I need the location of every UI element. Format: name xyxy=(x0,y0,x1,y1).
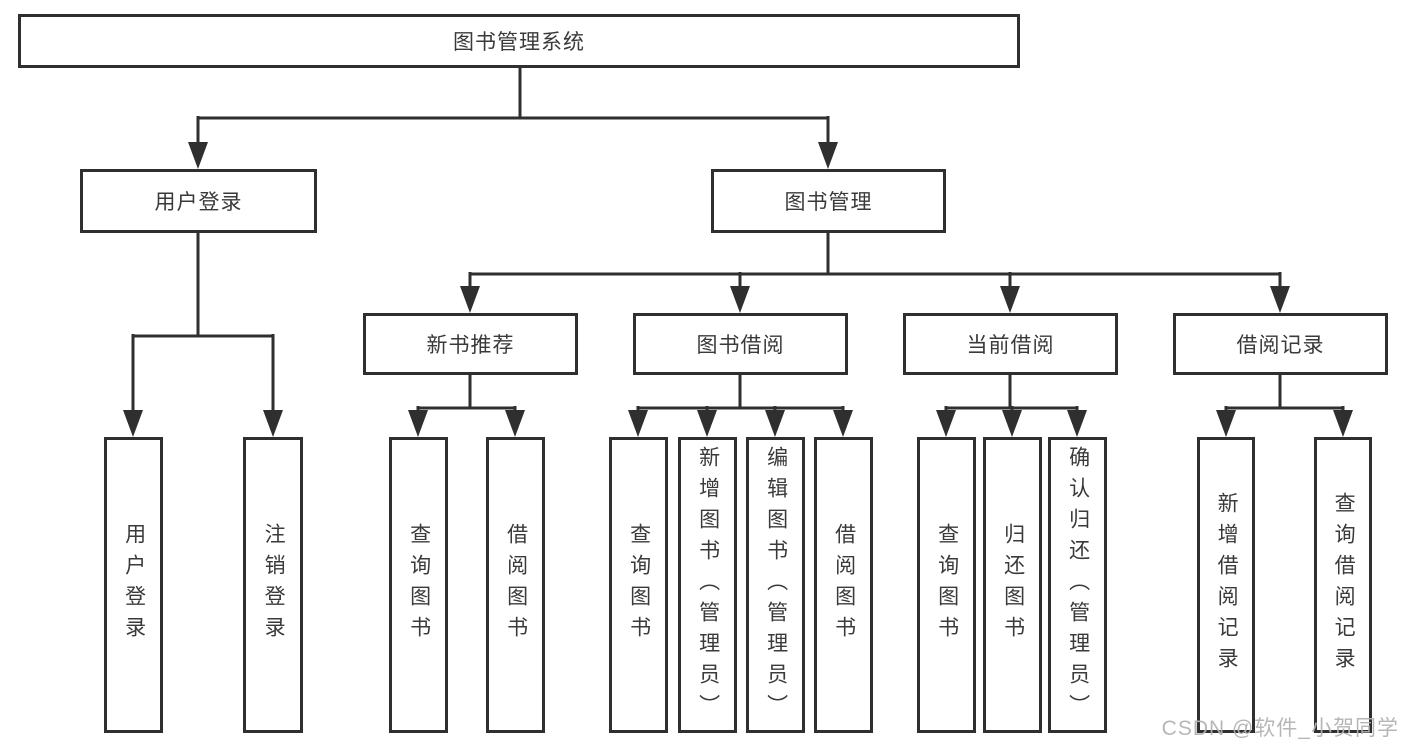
arrow-leaf-borrow-books-1 xyxy=(505,410,525,437)
arrow-current-borrow xyxy=(1000,286,1020,313)
arrow-user-login xyxy=(188,142,208,169)
leaf-user-login-label: 用户登录 xyxy=(122,523,146,647)
leaf-query-books-current: 查询图书 xyxy=(917,437,976,733)
arrow-leaf-add-record xyxy=(1216,410,1236,437)
arrow-borrow-records xyxy=(1270,286,1290,313)
node-book-borrow-label: 图书借阅 xyxy=(696,334,785,357)
arrow-leaf-user-login xyxy=(123,410,143,437)
arrow-leaf-query-books-3 xyxy=(936,410,956,437)
node-book-borrow: 图书借阅 xyxy=(633,313,848,375)
leaf-query-books-recommend-label: 查询图书 xyxy=(407,523,431,647)
leaf-query-books-current-label: 查询图书 xyxy=(935,523,959,647)
leaf-borrow-books-recommend: 借阅图书 xyxy=(486,437,545,733)
node-user-login: 用户登录 xyxy=(80,169,317,233)
arrow-leaf-logout xyxy=(263,410,283,437)
arrow-leaf-borrow-books-2 xyxy=(833,410,853,437)
leaf-borrow-books-recommend-label: 借阅图书 xyxy=(504,523,528,647)
arrow-new-book xyxy=(460,286,480,313)
node-borrow-records: 借阅记录 xyxy=(1173,313,1388,375)
node-root-system-label: 图书管理系统 xyxy=(453,31,585,54)
leaf-edit-books-admin-label: 编辑图书（管理员） xyxy=(764,445,788,725)
arrow-leaf-edit-books xyxy=(765,410,785,437)
arrow-leaf-query-record xyxy=(1333,410,1353,437)
node-new-book-recommend: 新书推荐 xyxy=(363,313,578,375)
arrow-book-management xyxy=(818,142,838,169)
leaf-add-borrow-record-label: 新增借阅记录 xyxy=(1215,492,1239,678)
leaf-query-books-recommend: 查询图书 xyxy=(389,437,448,733)
node-current-borrow: 当前借阅 xyxy=(903,313,1118,375)
node-new-book-recommend-label: 新书推荐 xyxy=(426,334,515,357)
node-root-system: 图书管理系统 xyxy=(18,14,1020,68)
arrow-leaf-return-books xyxy=(1002,410,1022,437)
leaf-query-borrow-record-label: 查询借阅记录 xyxy=(1332,492,1356,678)
leaf-confirm-return-admin-label: 确认归还（管理员） xyxy=(1066,445,1090,725)
leaf-logout-label: 注销登录 xyxy=(262,523,286,647)
leaf-borrow-books: 借阅图书 xyxy=(814,437,873,733)
leaf-return-books-label: 归还图书 xyxy=(1001,523,1025,647)
node-current-borrow-label: 当前借阅 xyxy=(966,334,1055,357)
leaf-query-books-borrow-label: 查询图书 xyxy=(627,523,651,647)
csdn-watermark: CSDN @软件_小贺同学 xyxy=(1161,717,1399,740)
leaf-return-books: 归还图书 xyxy=(983,437,1042,733)
node-user-login-label: 用户登录 xyxy=(154,191,243,214)
leaf-borrow-books-label: 借阅图书 xyxy=(832,523,856,647)
arrow-book-borrow xyxy=(730,286,750,313)
leaf-query-borrow-record: 查询借阅记录 xyxy=(1314,437,1372,733)
leaf-add-books-admin-label: 新增图书（管理员） xyxy=(696,445,720,725)
node-book-management-label: 图书管理 xyxy=(784,191,873,214)
arrow-leaf-query-books-1 xyxy=(408,410,428,437)
leaf-user-login: 用户登录 xyxy=(104,437,163,733)
arrow-leaf-query-books-2 xyxy=(628,410,648,437)
leaf-add-books-admin: 新增图书（管理员） xyxy=(678,437,737,733)
leaf-query-books-borrow: 查询图书 xyxy=(609,437,668,733)
arrow-leaf-confirm-return xyxy=(1067,410,1087,437)
leaf-edit-books-admin: 编辑图书（管理员） xyxy=(746,437,805,733)
leaf-add-borrow-record: 新增借阅记录 xyxy=(1197,437,1255,733)
arrow-leaf-add-books xyxy=(697,410,717,437)
node-borrow-records-label: 借阅记录 xyxy=(1236,334,1325,357)
leaf-logout: 注销登录 xyxy=(243,437,303,733)
leaf-confirm-return-admin: 确认归还（管理员） xyxy=(1048,437,1107,733)
node-book-management: 图书管理 xyxy=(711,169,946,233)
